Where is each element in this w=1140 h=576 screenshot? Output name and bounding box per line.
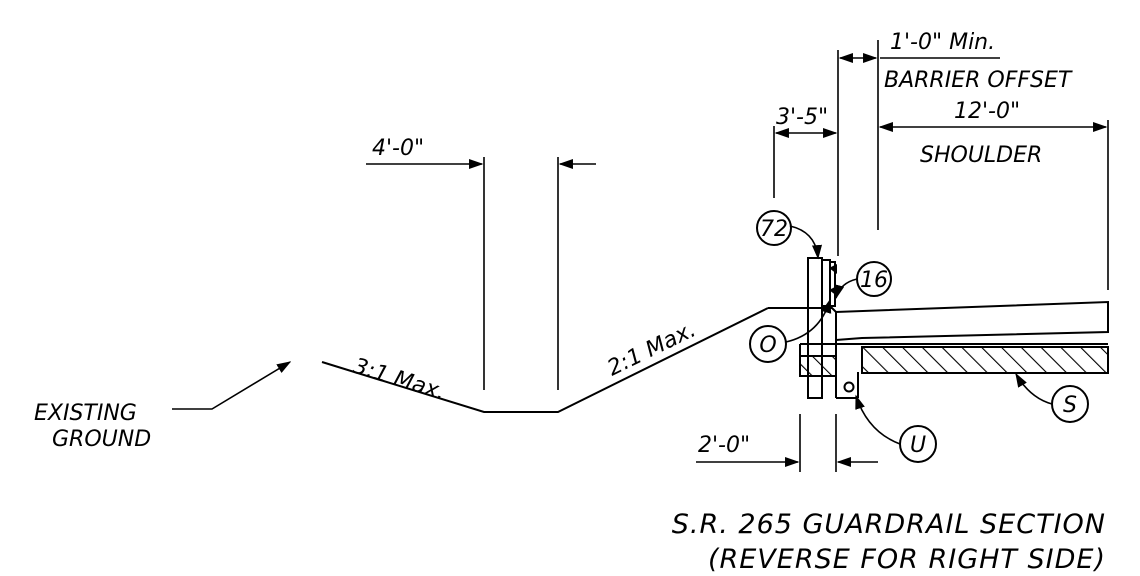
post-width-dimension: 3'-5" bbox=[776, 105, 828, 130]
section-title-line1: S.R. 265 GUARDRAIL SECTION bbox=[672, 509, 1106, 540]
callout-o-circle bbox=[749, 325, 787, 363]
bottom-offset-dimension: 2'-0" bbox=[698, 433, 750, 458]
callout-s-leader bbox=[1015, 372, 1053, 405]
callout-u-leader bbox=[855, 394, 901, 445]
callout-16-label: 16 bbox=[860, 268, 888, 293]
u-bolt-hole bbox=[843, 381, 855, 393]
ditch-width-dimension: 4'-0" bbox=[372, 136, 424, 161]
callout-72-leader bbox=[789, 225, 823, 260]
callout-s-label: S bbox=[1063, 393, 1077, 418]
barrier-offset-label: BARRIER OFFSET bbox=[884, 68, 1073, 93]
subbase-hatch-right bbox=[861, 346, 1109, 374]
callout-u-label: U bbox=[910, 433, 926, 458]
callout-o-label: O bbox=[759, 333, 776, 358]
existing-ground-line2: GROUND bbox=[52, 427, 151, 452]
callout-72-label: 72 bbox=[760, 217, 788, 242]
existing-ground-line1: EXISTING bbox=[34, 401, 137, 426]
shoulder-width-dimension: 12'-0" bbox=[954, 99, 1020, 124]
callout-16-leader bbox=[834, 278, 858, 300]
left-slope-label: 3:1 Max. bbox=[350, 354, 448, 406]
section-title-line2: (REVERSE FOR RIGHT SIDE) bbox=[708, 544, 1106, 575]
ground-profile-line bbox=[321, 307, 769, 413]
callout-o-leader bbox=[785, 298, 832, 343]
existing-ground-leader bbox=[172, 361, 292, 410]
shoulder-label: SHOULDER bbox=[920, 143, 1042, 168]
barrier-offset-value: 1'-0" Min. bbox=[890, 30, 995, 55]
pavement-top bbox=[768, 300, 1109, 341]
subbase-hatch-left bbox=[799, 355, 837, 377]
rail-element bbox=[821, 259, 831, 307]
callout-72-circle bbox=[756, 210, 792, 246]
blockout bbox=[830, 261, 836, 307]
